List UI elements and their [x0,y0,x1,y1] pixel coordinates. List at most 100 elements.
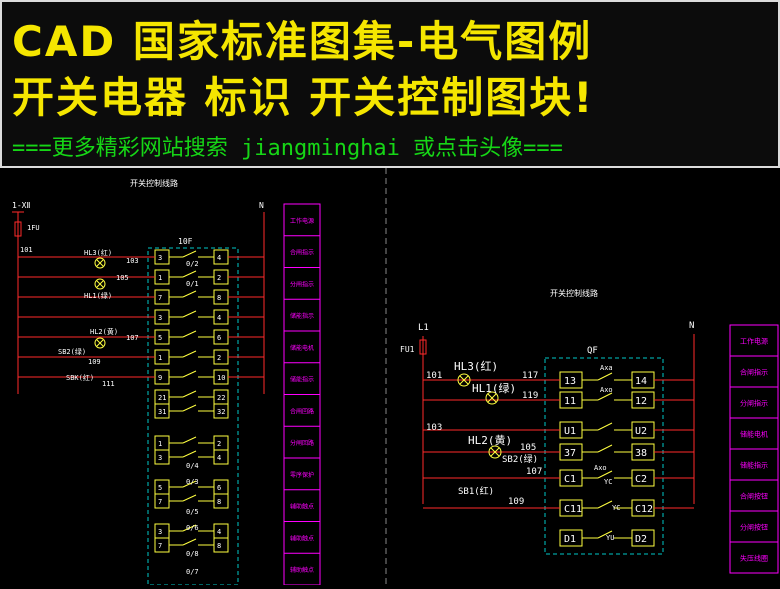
right-wire-number: 107 [526,467,542,477]
left-terminal-label: 3 [158,254,162,262]
left-contact-blade [182,250,197,258]
left-lamp-label: HL1(绿) [84,291,112,300]
right-legend-item: 储能指示 [740,461,768,470]
left-legend-item: 辅助触点 [290,534,314,542]
right-lamp-symbol [485,391,499,405]
left-contact-blade [182,404,197,412]
left-lamp-label: HL2(黄) [90,327,118,336]
right-lamp-symbol [488,445,502,459]
left-contact-blade [182,330,197,338]
left-lamp-symbol [94,278,106,290]
left-fuse-label: 1FU [27,224,40,232]
left-terminal-label: 4 [217,254,221,262]
left-lamp-label: HL3(红) [84,248,112,257]
left-terminal-label: 10 [217,374,225,382]
left-legend-cells: 工作电源合闸指示分闸指示储能指示储能电机储能指示合闸回路分闸回路零序保护辅助触点… [284,217,320,574]
left-terminal-label: 2 [217,440,221,448]
right-wire-number: 119 [522,391,538,401]
right-neutral-label: N [689,321,694,331]
left-terminal-label: 5 [158,334,162,342]
left-phase-label: 1-XⅡ [12,201,30,210]
right-contact-blade [597,470,613,479]
right-breaker-label: QF [587,346,598,356]
left-contact-blade [182,450,197,458]
left-contact-label: 0/2 [186,260,199,268]
right-legend-item: 工作电源 [740,337,768,346]
right-aux-label: Axa [600,364,613,372]
right-terminal-label: 14 [635,376,647,387]
left-legend-item: 合闸回路 [290,407,314,415]
right-legend-item: 分闸按钮 [740,523,768,532]
left-terminal-label: 7 [158,542,162,550]
left-legend-item: 零序保护 [290,471,314,479]
left-terminal-label: 21 [158,394,166,402]
left-terminal-label: 8 [217,498,221,506]
left-legend-item: 分闸指示 [290,280,314,288]
left-wire-number: 109 [88,358,101,366]
right-terminal-label: 37 [564,448,576,459]
right-button-label: SB1(红) [458,485,494,497]
left-contact-blade [182,350,197,358]
left-contact-blade [182,480,197,488]
left-lamps: HL3(红)HL1(绿)HL2(黄)SB2(绿)SBK(红) [58,248,118,382]
left-terminal-label: 8 [217,542,221,550]
left-contact-blade [182,524,197,532]
right-terminal-label: U1 [564,426,576,437]
right-lamps: HL3(红)HL1(绿)HL2(黄)SB2(绿)SB1(红) [454,360,538,497]
left-terminal-label: 8 [217,294,221,302]
right-wire-number: 105 [520,443,536,453]
right-breaker-box [544,357,664,555]
right-legend-item: 储能电机 [740,430,768,439]
right-contact-blade [597,444,613,453]
left-wire-number: 107 [126,334,139,342]
left-terminal-label: 7 [158,498,162,506]
left-terminal-label: 6 [217,334,221,342]
left-contact-blade [182,538,197,546]
left-contact-blade [182,270,197,278]
left-contact-label: 0/5 [186,508,199,516]
right-terminal-label: 12 [635,396,647,407]
right-diagram-title: 开关控制线路 [550,288,598,298]
left-contact-blade [182,310,197,318]
banner-title-line2: 开关电器 标识 开关控制图块! [12,73,595,122]
left-terminal-label: 2 [217,354,221,362]
title-banner: CAD 国家标准图集-电气图例 开关电器 标识 开关控制图块! ===更多精彩网… [0,0,780,168]
right-aux-label: Axo [600,386,613,394]
left-legend-item: 辅助触点 [290,566,314,574]
right-fuse-symbol [419,339,427,355]
right-wire-number: 117 [522,371,538,381]
right-lamp-label: HL2(黄) [468,433,512,447]
right-legend-item: 失压线圈 [740,554,768,563]
left-legend-item: 储能指示 [290,376,314,384]
left-button-label: SBK(红) [66,373,94,382]
left-terminal-label: 31 [158,408,166,416]
banner-search-hint[interactable]: ===更多精彩网站搜索 jiangminghai 或点击头像=== [12,136,563,161]
left-contact-label: 0/3 [186,478,199,486]
left-neutral-label: N [259,201,264,210]
left-wire-number: 111 [102,380,115,388]
left-lamp-cross [96,339,104,347]
right-terminal-label: D1 [564,534,576,545]
left-contact-blade [182,390,197,398]
right-lamp-label: HL1(绿) [472,381,516,395]
right-terminal-label: D2 [635,534,647,545]
left-terminal-label: 1 [158,440,162,448]
left-terminal-label: 3 [158,528,162,536]
left-contact-label: 0/1 [186,280,199,288]
right-contact-blade [597,392,613,401]
left-terminal-label: 5 [158,484,162,492]
left-contact-label: 0/7 [186,568,199,576]
left-terminal-label: 7 [158,294,162,302]
right-contact-blade [597,422,613,431]
right-lamp-label: HL3(红) [454,360,498,373]
left-legend-item: 储能电机 [290,344,314,352]
right-contact-blade [597,500,613,509]
left-lamp-symbol [94,337,106,349]
right-aux-label: Axo [594,464,607,472]
left-terminal-label: 9 [158,374,162,382]
